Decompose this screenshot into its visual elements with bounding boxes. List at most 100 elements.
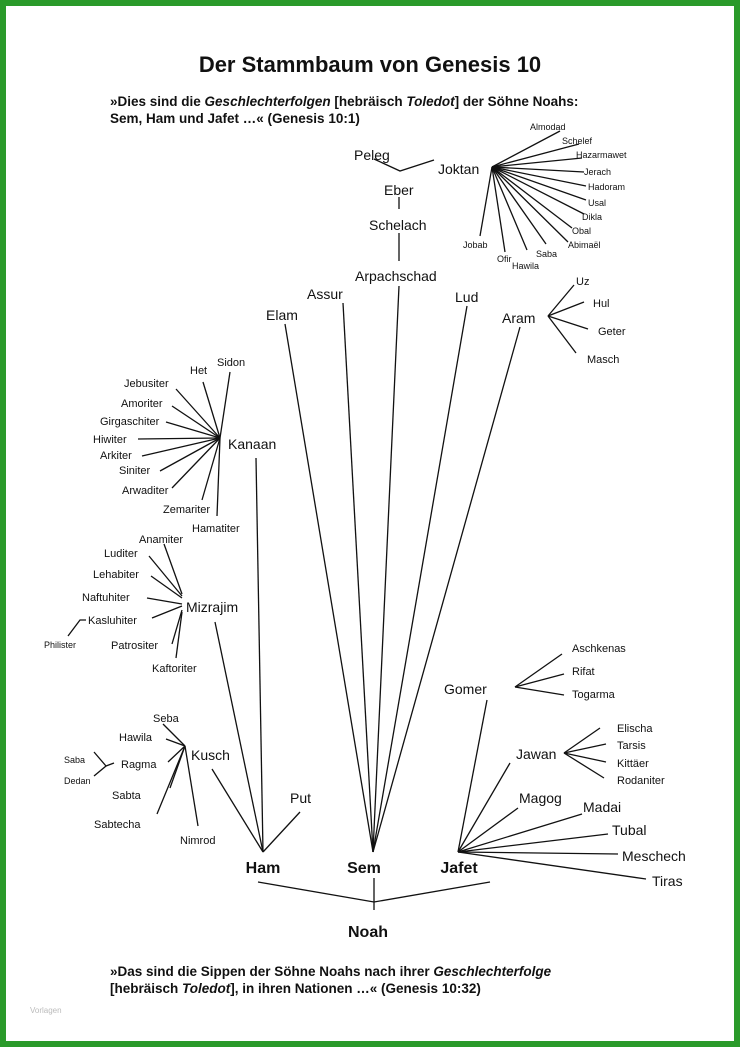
label-ofir: Ofir: [497, 254, 512, 264]
label-jobab: Jobab: [463, 240, 488, 250]
label-kanaan: Kanaan: [228, 436, 276, 452]
line-gomer-aschkenas: [514, 653, 563, 688]
label-togarma: Togarma: [572, 689, 616, 701]
line-aram-masch: [547, 315, 577, 354]
joktan-fan: [479, 130, 587, 253]
line-sem-aram: [372, 326, 521, 853]
label-girgaschiter: Girgaschiter: [100, 416, 160, 428]
label-usal: Usal: [588, 198, 606, 208]
label-saba-joktan: Saba: [536, 249, 557, 259]
label-assur: Assur: [307, 286, 343, 302]
label-sabtecha: Sabtecha: [94, 819, 141, 831]
label-meschech: Meschech: [622, 848, 686, 864]
label-lud: Lud: [455, 289, 478, 305]
quote-bottom-text: [hebräisch: [110, 981, 183, 996]
label-seba: Seba: [153, 713, 180, 725]
quote-bottom: »Das sind die Sippen der Söhne Noahs nac…: [110, 963, 551, 997]
quote-bottom-term: Geschlechterfolge: [433, 964, 552, 979]
line-ham-mizrajim: [214, 621, 264, 853]
quote-bottom-text: »Das sind die Sippen der Söhne Noahs nac…: [110, 964, 434, 979]
line-ham-put: [262, 811, 301, 853]
label-tiras: Tiras: [652, 873, 683, 889]
line-eber-sons: [373, 158, 435, 172]
line-sem-assur: [342, 302, 374, 853]
mizrajim-fan: [67, 543, 183, 659]
line-jawan-elischa: [563, 727, 601, 754]
label-anamiter: Anamiter: [139, 534, 183, 546]
quote-top-text: »Dies sind die: [110, 94, 205, 109]
kanaan-fan: [137, 371, 231, 517]
line-jafet-madai: [457, 813, 583, 853]
label-arwaditer: Arwaditer: [122, 485, 169, 497]
label-peleg: Peleg: [354, 147, 390, 163]
line-sem-lud: [372, 305, 468, 853]
quote-top-term: Toledot: [406, 94, 455, 109]
watermark: Vorlagen: [30, 1006, 62, 1015]
label-hadoram: Hadoram: [588, 182, 625, 192]
label-hiwiter: Hiwiter: [93, 434, 127, 446]
quote-top-text: ] der Söhne Noahs:: [454, 94, 579, 109]
label-amoriter: Amoriter: [121, 398, 163, 410]
line-jafet-meschech: [457, 851, 619, 855]
label-jawan: Jawan: [516, 746, 556, 762]
label-tarsis: Tarsis: [617, 740, 646, 752]
kusch-fan: [93, 723, 199, 827]
label-uz: Uz: [576, 276, 589, 288]
label-ham: Ham: [246, 860, 281, 877]
line-aram-uz: [547, 284, 575, 317]
label-jerach: Jerach: [584, 167, 611, 177]
label-madai: Madai: [583, 799, 621, 815]
line-jafet-jawan: [457, 762, 511, 853]
line-jafet-magog: [457, 807, 519, 853]
label-kusch: Kusch: [191, 747, 230, 763]
label-obal: Obal: [572, 226, 591, 236]
line-gomer-togarma: [514, 686, 565, 696]
label-dedan: Dedan: [64, 776, 91, 786]
line-aram-hul: [547, 301, 585, 317]
label-hul: Hul: [593, 298, 610, 310]
quote-top: »Dies sind die Geschlechterfolgen [hebrä…: [110, 93, 578, 127]
label-lehabiter: Lehabiter: [93, 569, 139, 581]
tree-lines: [67, 130, 647, 910]
label-hawila-joktan: Hawila: [512, 261, 539, 271]
line-jawan-tarsis: [563, 743, 607, 754]
quote-bottom-text: ], in ihren Nationen …« (Genesis 10:32): [230, 981, 481, 996]
label-eber: Eber: [384, 182, 414, 198]
label-kasluhiter: Kasluhiter: [88, 615, 137, 627]
label-arpachschad: Arpachschad: [355, 268, 437, 284]
label-patrositer: Patrositer: [111, 640, 158, 652]
label-jebusiter: Jebusiter: [124, 378, 169, 390]
line-sem-elam: [284, 323, 374, 853]
line-jafet-tubal: [457, 833, 609, 853]
line-aram-geter: [547, 315, 589, 330]
label-jafet: Jafet: [440, 860, 478, 877]
label-mizrajim: Mizrajim: [186, 599, 238, 615]
quote-top-text: [hebräisch: [330, 94, 407, 109]
label-tubal: Tubal: [612, 822, 647, 838]
quote-top-text: Sem, Ham und Jafet …« (Genesis 10:1): [110, 111, 360, 126]
page-title: Der Stammbaum von Genesis 10: [198, 52, 542, 77]
label-kaftoriter: Kaftoriter: [152, 663, 197, 675]
line-jawan-kittaer: [563, 752, 607, 763]
label-zemariter: Zemariter: [163, 504, 210, 516]
label-geter: Geter: [598, 326, 626, 338]
label-aram: Aram: [502, 310, 535, 326]
label-noah: Noah: [348, 924, 388, 941]
label-elam: Elam: [266, 307, 298, 323]
labels: Noah Ham Sem Jafet Elam Assur Arpachscha…: [44, 122, 686, 941]
label-kittaer: Kittäer: [617, 758, 649, 770]
label-almodad: Almodad: [530, 122, 566, 132]
line-ham-kusch: [211, 768, 264, 853]
label-abimael: Abimaël: [568, 240, 601, 250]
label-naftuhiter: Naftuhiter: [82, 592, 130, 604]
quote-top-term: Geschlechterfolgen: [204, 94, 331, 109]
label-joktan: Joktan: [438, 161, 479, 177]
label-sabta: Sabta: [112, 790, 142, 802]
label-hawila-kusch: Hawila: [119, 732, 153, 744]
label-schelef: Schelef: [562, 136, 593, 146]
family-tree-diagram: Noah Ham Sem Jafet Elam Assur Arpachscha…: [44, 122, 686, 941]
label-aschkenas: Aschkenas: [572, 643, 626, 655]
label-arkiter: Arkiter: [100, 450, 132, 462]
label-sem: Sem: [347, 860, 381, 877]
